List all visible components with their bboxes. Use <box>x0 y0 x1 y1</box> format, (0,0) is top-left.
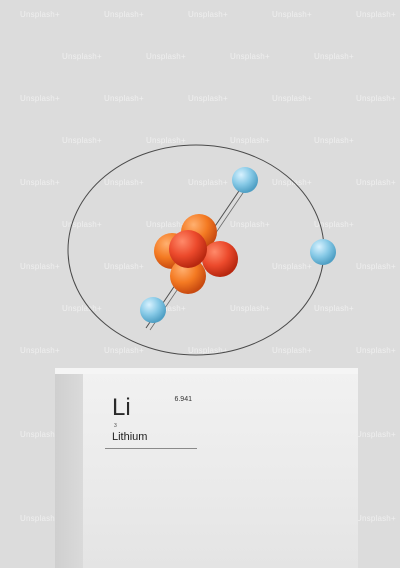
electron-bottom-left <box>140 297 166 323</box>
electron-top <box>232 167 258 193</box>
electron-right <box>310 239 336 265</box>
element-symbol: Li <box>112 394 131 421</box>
element-name: Lithium <box>112 431 148 443</box>
atomic-mass: 6.941 <box>174 396 192 403</box>
element-tile: Li 6.941 3 Lithium <box>105 390 197 449</box>
pedestal-top <box>55 368 358 374</box>
pedestal-front <box>83 374 358 568</box>
nucleus <box>154 214 238 294</box>
pedestal <box>55 368 358 568</box>
atomic-number: 3 <box>114 423 117 429</box>
pedestal-side <box>55 368 83 568</box>
